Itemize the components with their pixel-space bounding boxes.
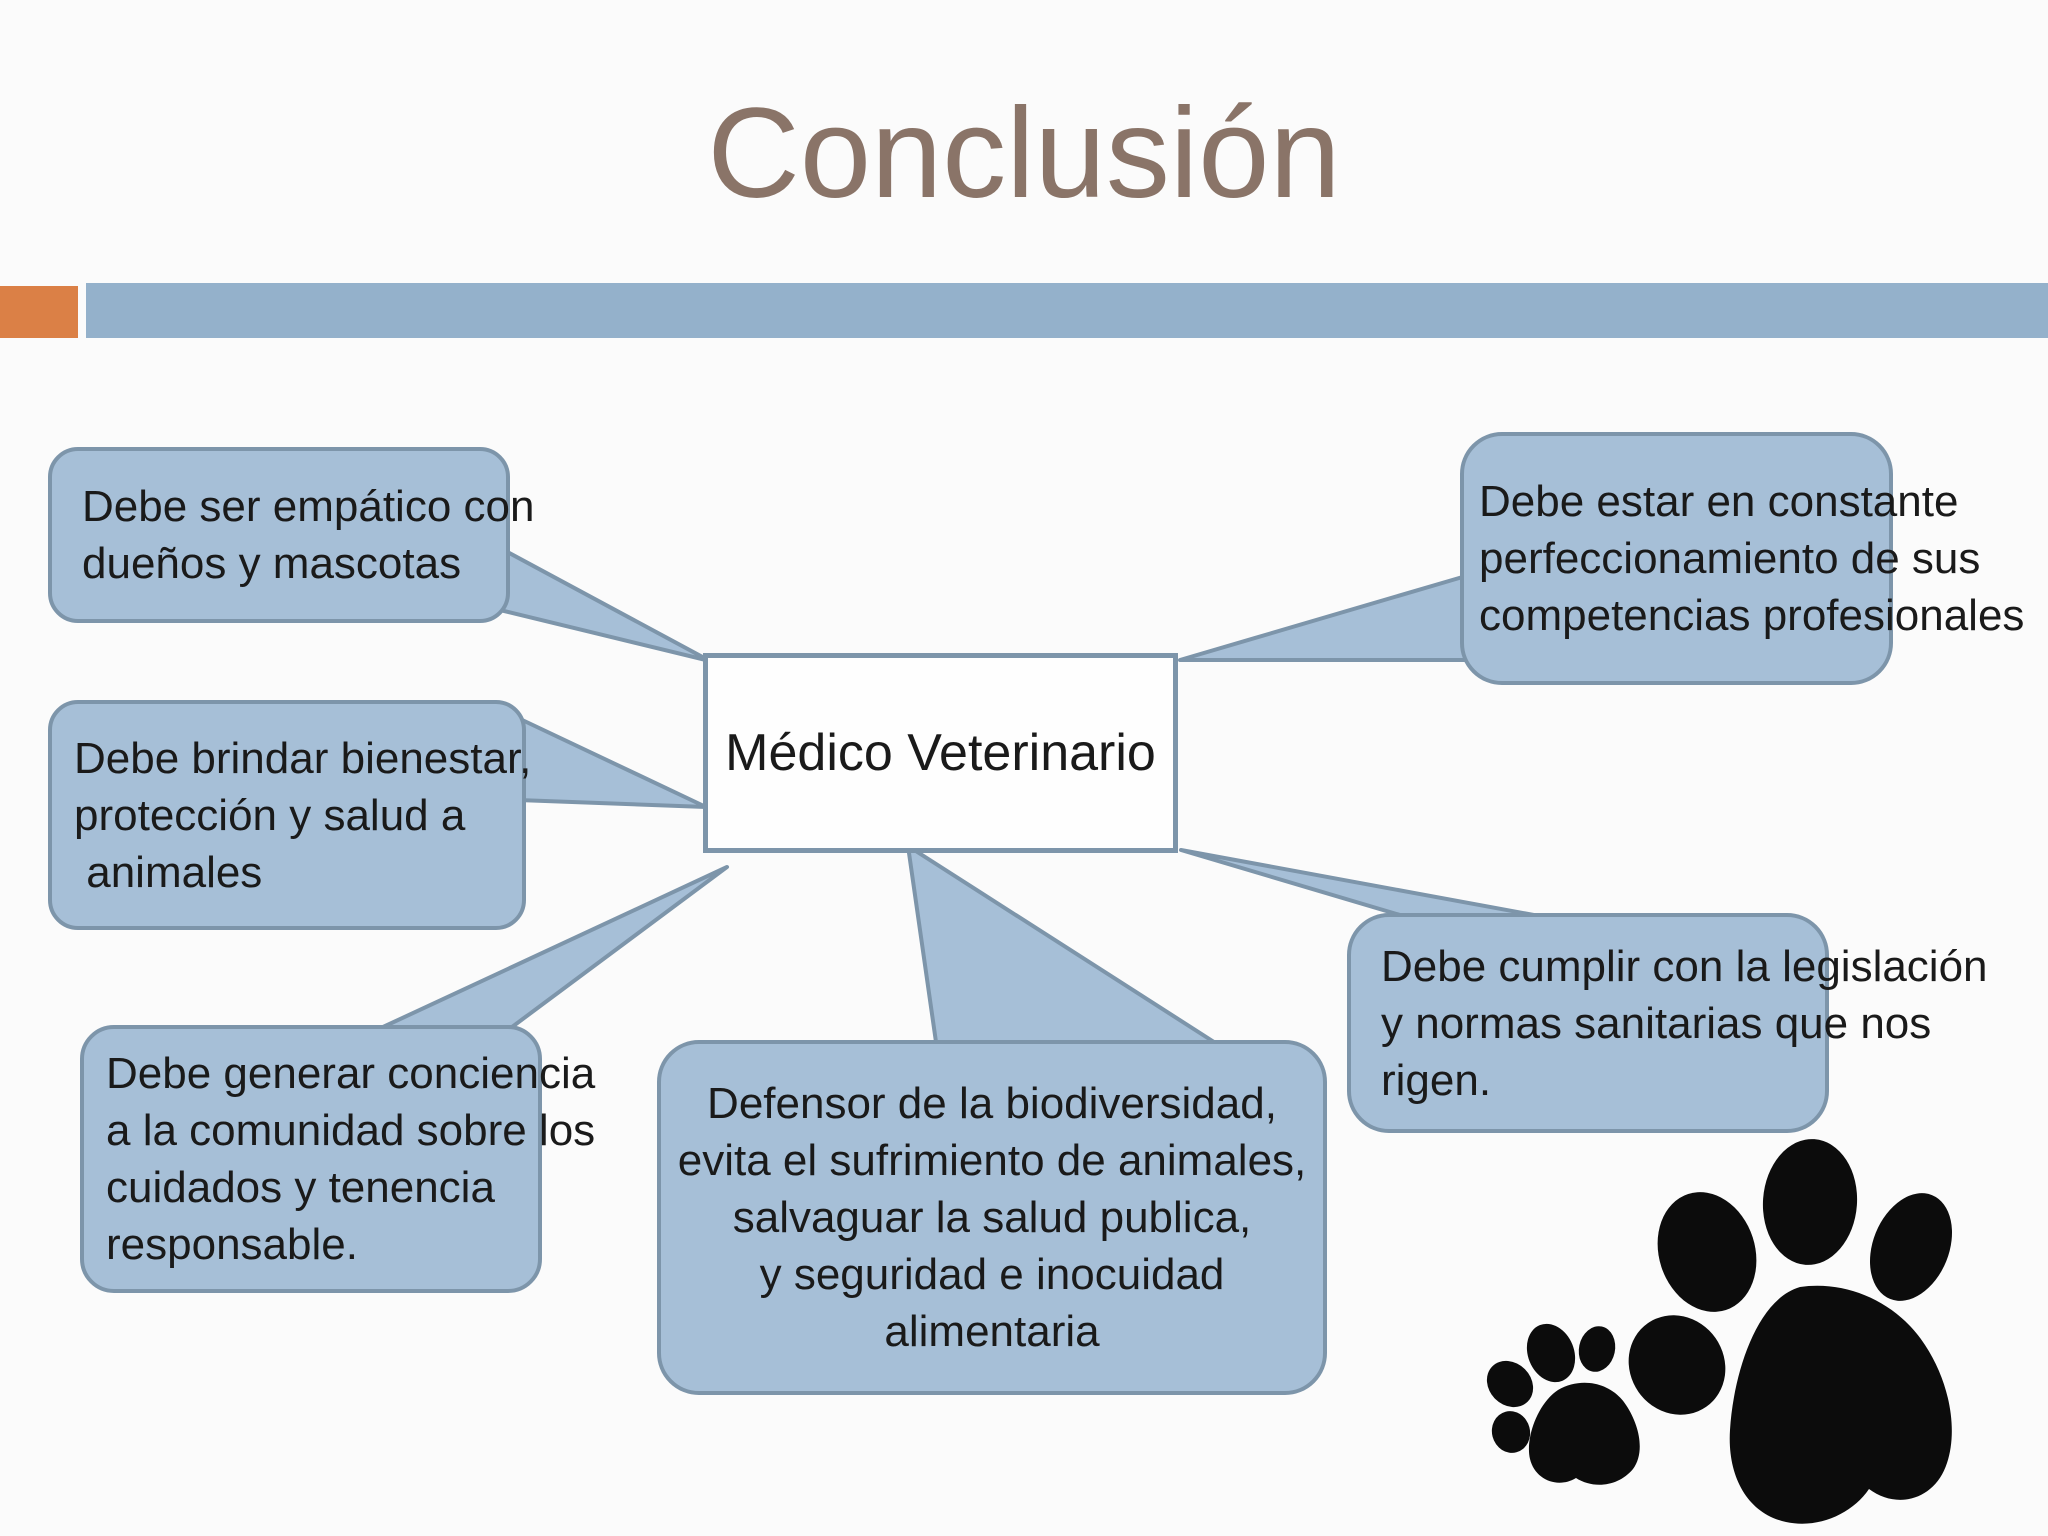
bubble-line: rigen.	[1381, 1055, 1492, 1105]
bubble-bottom-left: Debe generar conciencia a la comunidad s…	[80, 1025, 596, 1293]
connector-top-left	[498, 546, 712, 663]
connector-mid-right	[1179, 848, 1552, 920]
connector-mid-left	[516, 716, 708, 809]
bubble-line: evita el sufrimiento de animales,	[677, 1136, 1307, 1185]
connector-bottom-center	[906, 844, 1216, 1044]
paw-print-large-icon	[1628, 1139, 1953, 1524]
bubble-line: Debe estar en constante	[1479, 477, 1959, 526]
slide-title: Conclusión	[707, 82, 1341, 225]
bubble-line: Debe ser empático con	[82, 482, 535, 531]
bubble-line: Debe brindar bienestar,	[74, 733, 532, 783]
center-node-medico-veterinario: Médico Veterinario	[703, 653, 1178, 853]
bubble-line: Debe generar conciencia	[106, 1049, 596, 1098]
bubble-line: y normas sanitarias que nos	[1381, 998, 1932, 1048]
bubble-top-right: Debe estar en constante perfeccionamient…	[1460, 432, 2025, 685]
bubble-line: protección y salud a	[74, 790, 466, 840]
bubble-mid-left: Debe brindar bienestar, protección y sal…	[48, 700, 532, 930]
bubble-top-left: Debe ser empático con dueños y mascotas	[48, 447, 535, 623]
bubble-line: salvaguar la salud publica,	[732, 1193, 1252, 1242]
bubble-line: a la comunidad sobre los	[106, 1106, 596, 1155]
bubble-line: responsable.	[106, 1220, 358, 1269]
paw-print-small-icon	[1486, 1323, 1640, 1485]
bubble-line: alimentaria	[884, 1307, 1100, 1356]
bubble-line: competencias profesionales	[1479, 591, 2025, 640]
center-node-label: Médico Veterinario	[725, 724, 1156, 782]
bubble-mid-right: Debe cumplir con la legislación y normas…	[1347, 913, 1988, 1133]
bubble-bottom-center: Defensor de la biodiversidad, evita el s…	[657, 1040, 1327, 1395]
bubble-line: cuidados y tenencia	[106, 1163, 495, 1212]
connector-top-right	[1178, 574, 1468, 662]
bubble-line: y seguridad e inocuidad	[759, 1250, 1225, 1299]
accent-bar-orange	[0, 286, 78, 338]
bubble-line: dueños y mascotas	[82, 539, 462, 588]
bubble-line: Defensor de la biodiversidad,	[707, 1079, 1277, 1128]
bubble-line: Debe cumplir con la legislación	[1381, 941, 1988, 991]
bubble-line: animales	[74, 847, 263, 897]
bubble-line: perfeccionamiento de sus	[1479, 534, 1981, 583]
accent-bar-blue	[86, 283, 2048, 338]
